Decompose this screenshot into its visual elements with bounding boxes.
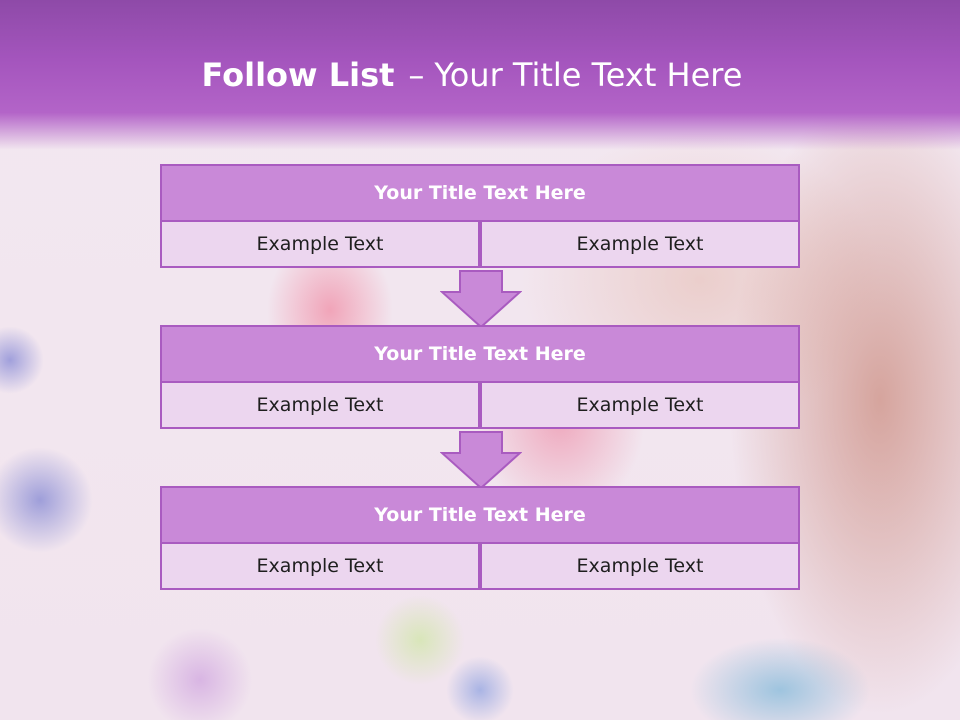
title-bar bbox=[0, 0, 960, 150]
down-arrow-icon bbox=[440, 270, 522, 328]
block-cell-right: Example Text bbox=[480, 220, 800, 268]
block-cell-right: Example Text bbox=[480, 381, 800, 429]
block-cell-left: Example Text bbox=[160, 220, 480, 268]
block-cell-right: Example Text bbox=[480, 542, 800, 590]
down-arrow-icon bbox=[440, 431, 522, 489]
block-cell-left: Example Text bbox=[160, 542, 480, 590]
block-row: Example Text Example Text bbox=[160, 381, 800, 429]
slide-title-separator: – bbox=[408, 56, 425, 94]
block-title: Your Title Text Here bbox=[160, 325, 800, 383]
list-block-1: Your Title Text Here Example Text Exampl… bbox=[160, 164, 800, 270]
slide-title: Follow List–Your Title Text Here bbox=[0, 56, 944, 94]
list-block-3: Your Title Text Here Example Text Exampl… bbox=[160, 486, 800, 592]
block-row: Example Text Example Text bbox=[160, 542, 800, 590]
slide-title-bold: Follow List bbox=[201, 56, 395, 94]
block-row: Example Text Example Text bbox=[160, 220, 800, 268]
list-block-2: Your Title Text Here Example Text Exampl… bbox=[160, 325, 800, 431]
block-title: Your Title Text Here bbox=[160, 164, 800, 222]
block-title: Your Title Text Here bbox=[160, 486, 800, 544]
block-cell-left: Example Text bbox=[160, 381, 480, 429]
slide-title-rest: Your Title Text Here bbox=[434, 56, 743, 94]
